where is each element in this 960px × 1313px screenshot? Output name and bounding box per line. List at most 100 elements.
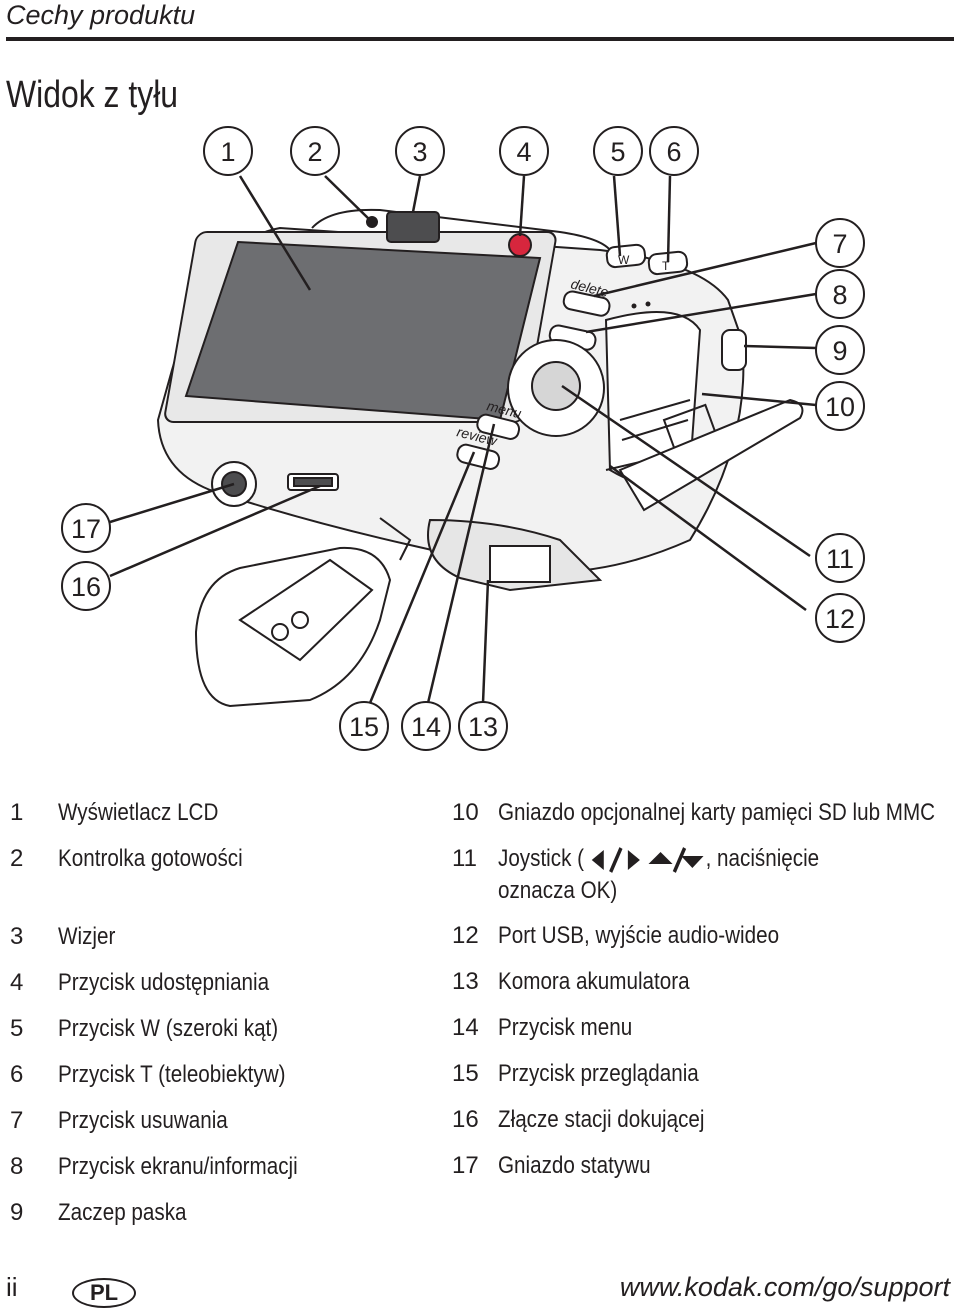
legend-item: 10 Gniazdo opcjonalnej karty pamięci SD l… — [452, 790, 960, 836]
legend-item: 11 Joystick ( , naciśnięcie oznacza OK) — [452, 836, 960, 913]
section-header: Cechy produktu — [6, 0, 196, 30]
legend-text: Port USB, wyjście audio-wideo — [498, 922, 780, 949]
legend-text: Przycisk W (szeroki kąt) — [58, 1015, 279, 1042]
legend-item: 8 Przycisk ekranu/informacji — [10, 1144, 337, 1190]
legend-number: 11 — [452, 845, 477, 872]
legend-text: Wyświetlacz LCD — [58, 799, 219, 826]
legend-text: Przycisk ekranu/informacji — [58, 1153, 298, 1180]
leader-lines — [109, 175, 817, 704]
legend-number: 15 — [452, 1060, 479, 1087]
legend-right: 10 Gniazdo opcjonalnej karty pamięci SD l… — [452, 790, 960, 1189]
legend-number: 10 — [452, 799, 479, 826]
legend-text: Zaczep paska — [58, 1199, 187, 1226]
legend-number: 13 — [452, 968, 479, 995]
legend-text: Przycisk przeglądania — [498, 1060, 699, 1087]
legend-number: 3 — [10, 923, 24, 950]
legend-text: Kontrolka gotowości — [58, 845, 243, 872]
legend-number: 5 — [10, 1015, 24, 1042]
legend-text: Przycisk T (teleobiektyw) — [58, 1061, 286, 1088]
legend-text: Złącze stacji dokującej — [498, 1106, 705, 1133]
callout-10 — [815, 381, 865, 431]
callout-label-17: 17 — [71, 514, 101, 544]
callout-1 — [203, 126, 253, 176]
legend-item: 13 Komora akumulatora — [452, 959, 960, 1005]
legend-number: 17 — [452, 1152, 479, 1179]
callout-9 — [815, 325, 865, 375]
language-badge: PL — [72, 1278, 136, 1308]
callout-label-7: 7 — [832, 229, 847, 259]
callout-2 — [290, 126, 340, 176]
callout-label-6: 6 — [666, 137, 681, 167]
legend-number: 4 — [10, 969, 24, 996]
page-title: Widok z tyłu — [6, 74, 179, 116]
legend-text: Przycisk udostępniania — [58, 969, 270, 996]
legend-number: 16 — [452, 1106, 479, 1133]
strap-post — [721, 329, 747, 371]
callout-label-11: 11 — [826, 544, 854, 574]
callout-label-13: 13 — [468, 712, 498, 742]
callout-label-15: 15 — [349, 712, 379, 742]
viewfinder — [386, 211, 440, 243]
legend-item: 3 Wizjer — [10, 914, 337, 960]
legend-number: 12 — [452, 922, 479, 949]
legend-item: 7 Przycisk usuwania — [10, 1098, 337, 1144]
callouts — [61, 126, 865, 751]
legend-number: 9 — [10, 1199, 24, 1226]
callout-13 — [458, 701, 508, 751]
joystick-up-down-arrows-icon — [648, 846, 704, 873]
legend-text: Gniazdo opcjonalnej karty pamięci SD lub… — [498, 799, 936, 826]
support-url[interactable]: www.kodak.com/go/support — [619, 1272, 950, 1302]
callout-6 — [649, 126, 699, 176]
joystick-left-right-arrows-icon — [591, 846, 640, 873]
callout-label-10: 10 — [825, 392, 855, 422]
callout-8 — [815, 269, 865, 319]
joystick-text-before: Joystick ( — [498, 845, 585, 872]
legend-item: 1 Wyświetlacz LCD — [10, 790, 337, 836]
legend-text: Joystick ( , naciśnięcie oznacza OK) — [498, 843, 842, 913]
delete-button — [562, 290, 611, 317]
legend-number: 8 — [10, 1153, 24, 1180]
callout-label-3: 3 — [412, 137, 427, 167]
legend-item: 2 Kontrolka gotowości — [10, 836, 337, 882]
zoom-w-label: W — [618, 253, 630, 267]
legend-number: 7 — [10, 1107, 24, 1134]
legend-number: 1 — [10, 799, 24, 826]
legend-text: Wizjer — [58, 923, 116, 950]
zoom-t-button — [647, 250, 689, 276]
callout-7 — [815, 218, 865, 268]
legend-left: 1 Wyświetlacz LCD 2 Kontrolka gotowości 3 W… — [10, 790, 337, 1236]
legend-text: Przycisk usuwania — [58, 1107, 228, 1134]
callout-15 — [339, 701, 389, 751]
legend-item: 9 Zaczep paska — [10, 1190, 337, 1236]
legend-item: 16 Złącze stacji dokującej — [452, 1097, 960, 1143]
callout-16 — [61, 561, 111, 611]
callout-label-9: 9 — [832, 336, 847, 366]
callout-label-16: 16 — [71, 572, 101, 602]
callout-label-14: 14 — [411, 712, 441, 742]
joystick — [531, 361, 581, 411]
legend-item: 6 Przycisk T (teleobiektyw) — [10, 1052, 337, 1098]
legend-item: 4 Przycisk udostępniania — [10, 960, 337, 1006]
menu-button — [476, 413, 521, 440]
legend-item: 15 Przycisk przeglądania — [452, 1051, 960, 1097]
callout-11 — [815, 533, 865, 583]
callout-label-1: 1 — [220, 137, 235, 167]
battery-door — [194, 546, 392, 708]
legend-text: Przycisk menu — [498, 1014, 633, 1041]
joystick-text-after: , naciśnięcie oznacza OK) — [498, 845, 820, 904]
callout-label-4: 4 — [516, 137, 531, 167]
legend-number: 14 — [452, 1014, 479, 1041]
callout-17 — [61, 503, 111, 553]
legend-number: 6 — [10, 1061, 24, 1088]
callout-5 — [593, 126, 643, 176]
legend-number: 2 — [10, 845, 24, 872]
page-number: ii — [6, 1272, 18, 1302]
callout-12 — [815, 593, 865, 643]
callout-4 — [499, 126, 549, 176]
callout-14 — [401, 701, 451, 751]
share-button — [508, 233, 532, 257]
legend-item: 12 Port USB, wyjście audio-wideo — [452, 913, 960, 959]
callout-label-12: 12 — [825, 604, 855, 634]
legend-text: Komora akumulatora — [498, 968, 690, 995]
